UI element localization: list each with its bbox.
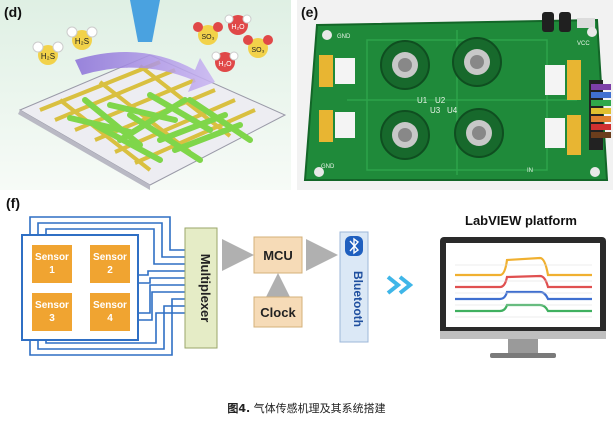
chevrons-icon [386, 275, 414, 295]
label-u4: U4 [447, 106, 458, 115]
molecule-so3-1: SO₃ [193, 22, 223, 45]
svg-text:Multiplexer: Multiplexer [198, 254, 213, 323]
sensor-4: Sensor 4 [90, 293, 130, 331]
resistor-array-right [545, 60, 581, 155]
labview-platform-title: LabVIEW platform [465, 213, 577, 228]
svg-text:4: 4 [107, 313, 113, 324]
panel-f-tag: (f) [6, 195, 20, 211]
svg-text:H₂O: H₂O [231, 24, 245, 31]
bluetooth-block: Bluetooth [339, 231, 369, 343]
screen-gridlines [455, 264, 592, 318]
sensor-1: Sensor 1 [32, 245, 72, 283]
nanorods [67, 92, 253, 163]
sensor-2: Sensor 2 [90, 245, 130, 283]
svg-text:SO₃: SO₃ [252, 47, 265, 54]
svg-text:Sensor: Sensor [35, 300, 69, 311]
label-u1: U1 [417, 96, 428, 105]
figure-caption: 图4. 气体传感机理及其系统搭建 [0, 400, 613, 416]
svg-text:H₂S: H₂S [41, 52, 55, 61]
mcu-block: MCU [253, 236, 303, 274]
svg-text:H₂S: H₂S [75, 37, 89, 46]
panel-d: H₂S H₂S SO₃ H₂O SO₃ [0, 0, 291, 190]
socket-u1 [380, 40, 430, 90]
label-u2: U2 [435, 96, 446, 105]
molecule-h2o-2: H₂O [211, 51, 239, 72]
figure-caption-label: 图4. [227, 402, 251, 415]
molecule-h2s-2: H₂S [66, 26, 98, 50]
monitor-icon [440, 237, 606, 358]
socket-u4 [454, 108, 504, 158]
pcb-label-gnd-bottom: GND [321, 164, 335, 170]
socket-u3 [380, 110, 430, 160]
svg-text:Bluetooth: Bluetooth [351, 271, 365, 327]
panel-e: U1 U2 U3 U4 [297, 0, 613, 190]
resistor-array-left [319, 55, 355, 142]
capacitors [542, 12, 595, 32]
pcb-photo: U1 U2 U3 U4 [303, 12, 611, 181]
panel-d-tag: (d) [4, 4, 22, 20]
socket-u2 [452, 37, 502, 87]
svg-text:Clock: Clock [260, 305, 296, 320]
molecule-so3-2: SO₃ [243, 35, 273, 58]
pcb-label-vcc: VCC [577, 41, 590, 47]
flow-arrow [75, 52, 215, 92]
svg-text:Sensor: Sensor [35, 252, 69, 263]
panel-d-illustration: H₂S H₂S SO₃ H₂O SO₃ [0, 0, 291, 190]
svg-text:Sensor: Sensor [93, 300, 127, 311]
svg-text:SO₃: SO₃ [202, 34, 215, 41]
molecule-h2s-1: H₂S [32, 41, 64, 65]
svg-text:Sensor: Sensor [93, 252, 127, 263]
bluetooth-icon [345, 236, 363, 256]
inlet-nozzle [130, 0, 160, 42]
sensor-wiring [29, 216, 185, 356]
wire-connector [589, 80, 611, 150]
figure-caption-text: 气体传感机理及其系统搭建 [253, 402, 386, 415]
clock-block: Clock [253, 296, 303, 328]
system-block-diagram: Sensor 1 Sensor 2 Sensor 3 Sensor 4 Mult… [21, 213, 606, 358]
svg-text:2: 2 [107, 265, 113, 276]
panel-e-tag: (e) [301, 4, 319, 20]
sensor-3: Sensor 3 [32, 293, 72, 331]
svg-text:MCU: MCU [263, 248, 293, 263]
pcb-label-in: IN [527, 168, 533, 174]
molecule-h2o-1: H₂O [224, 14, 252, 35]
svg-text:3: 3 [49, 313, 55, 324]
multiplexer-block: Multiplexer [184, 227, 218, 349]
svg-text:1: 1 [49, 265, 55, 276]
pcb-label-gnd: GND [337, 34, 351, 40]
label-u3: U3 [430, 106, 441, 115]
svg-text:H₂O: H₂O [218, 61, 232, 68]
